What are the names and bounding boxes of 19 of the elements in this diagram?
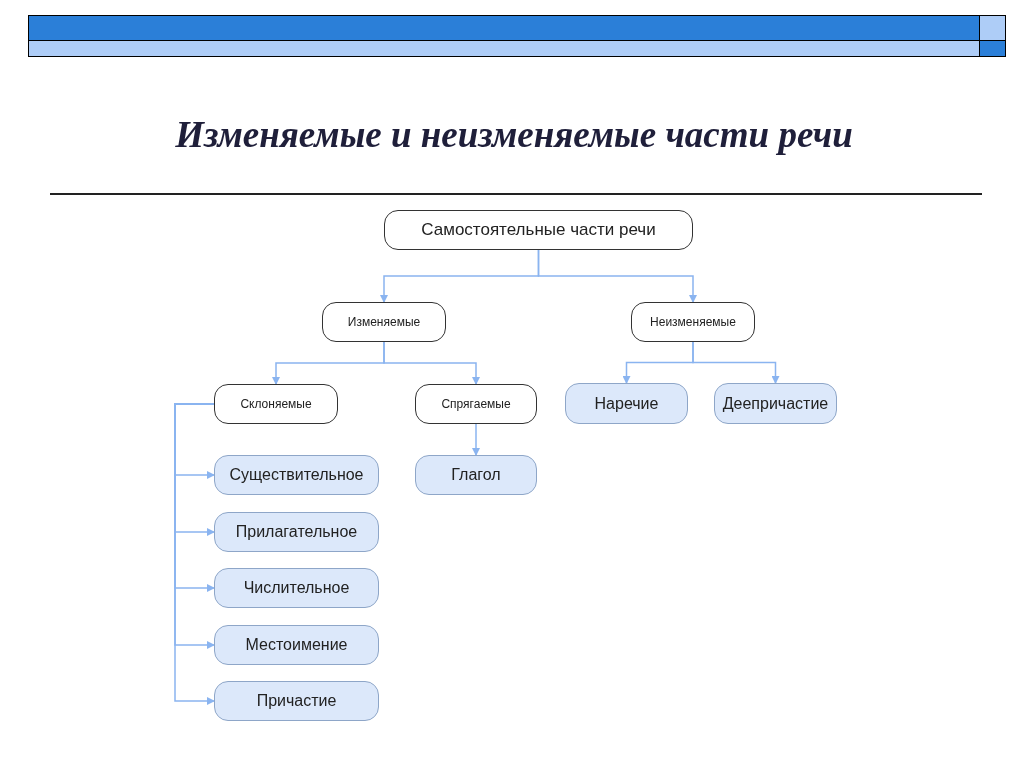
category-box: Числительное [214,568,379,608]
group-box: Изменяемые [322,302,446,342]
connector-arrow [537,249,697,303]
category-box: Местоимение [214,625,379,665]
group-box: Спрягаемые [415,384,537,424]
connector-arrow [692,341,780,384]
group-box: Самостоятельные части речи [384,210,693,250]
category-box: Глагол [415,455,537,495]
title: Изменяемые и неизменяемые части речи [174,113,854,157]
connector-arrow [383,341,480,385]
category-box: Наречие [565,383,688,424]
connector-arrow [174,403,215,705]
category-box: Деепричастие [714,383,837,424]
group-box: Склоняемые [214,384,338,424]
connector-arrow [472,423,480,456]
category-box: Причастие [214,681,379,721]
category-box: Существительное [214,455,379,495]
category-box: Прилагательное [214,512,379,552]
group-box: Неизменяемые [631,302,755,342]
